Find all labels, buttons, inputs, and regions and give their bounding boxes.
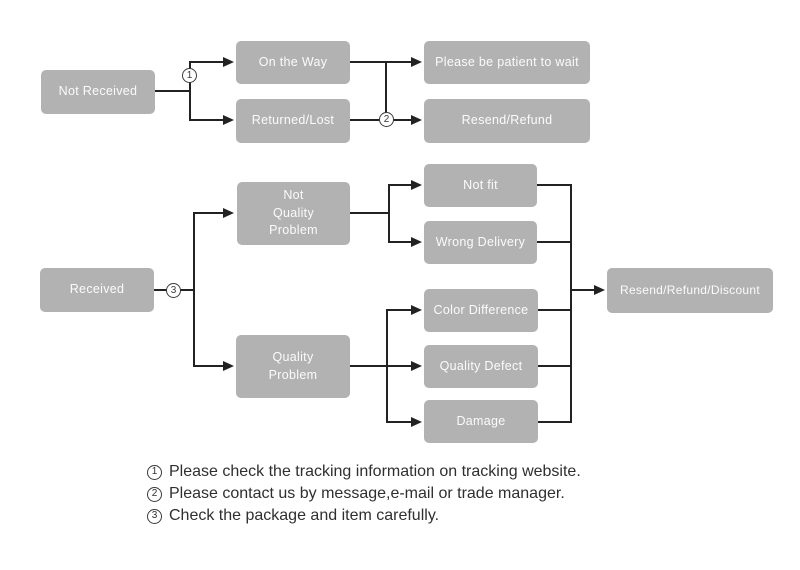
connector-line — [191, 61, 223, 63]
node-not-received: Not Received — [41, 70, 155, 114]
node-quality-defect: Quality Defect — [424, 345, 538, 388]
arrowhead-icon — [411, 417, 422, 427]
node-resend-refund-discount: Resend/Refund/Discount — [607, 268, 773, 313]
connector-line — [193, 212, 195, 367]
note-marker-2-icon: 2 — [147, 486, 162, 502]
footnote-2: 2 Please contact us by message,e-mail or… — [147, 483, 581, 505]
footnotes: 1 Please check the tracking information … — [147, 461, 581, 527]
connector-line — [572, 289, 594, 291]
node-returned-lost: Returned/Lost — [236, 99, 350, 143]
connector-line — [538, 365, 571, 367]
arrowhead-icon — [411, 57, 422, 67]
marker-1-icon: 1 — [182, 68, 197, 83]
marker-3-icon: 3 — [166, 283, 181, 298]
arrowhead-icon — [411, 115, 422, 125]
node-resend-refund: Resend/Refund — [424, 99, 590, 143]
connector-line — [155, 90, 191, 92]
arrowhead-icon — [411, 305, 422, 315]
node-please-be-patient: Please be patient to wait — [424, 41, 590, 84]
node-wrong-delivery: Wrong Delivery — [424, 221, 537, 264]
arrowhead-icon — [411, 180, 422, 190]
arrowhead-icon — [223, 115, 234, 125]
connector-line — [350, 212, 389, 214]
node-received: Received — [40, 268, 154, 312]
node-quality-problem: Quality Problem — [236, 335, 350, 398]
connector-line — [570, 184, 572, 423]
marker-2-icon: 2 — [379, 112, 394, 127]
node-not-quality-problem: Not Quality Problem — [237, 182, 350, 245]
arrowhead-icon — [223, 208, 234, 218]
connector-line — [389, 184, 411, 186]
arrowhead-icon — [411, 361, 422, 371]
arrowhead-icon — [411, 237, 422, 247]
note-marker-1-icon: 1 — [147, 464, 162, 480]
footnote-2-text: Please contact us by message,e-mail or t… — [169, 485, 565, 502]
arrowhead-icon — [594, 285, 605, 295]
node-color-difference: Color Difference — [424, 289, 538, 332]
footnote-3-text: Check the package and item carefully. — [169, 507, 440, 524]
connector-line — [195, 365, 223, 367]
connector-line — [387, 365, 411, 367]
footnote-1: 1 Please check the tracking information … — [147, 461, 581, 483]
arrowhead-icon — [223, 57, 234, 67]
connector-line — [191, 119, 223, 121]
footnote-3: 3 Check the package and item carefully. — [147, 505, 581, 527]
connector-line — [388, 184, 390, 243]
node-on-the-way: On the Way — [236, 41, 350, 84]
node-not-fit: Not fit — [424, 164, 537, 207]
connector-line — [538, 421, 571, 423]
connector-line — [385, 61, 387, 122]
connector-line — [537, 184, 571, 186]
node-damage: Damage — [424, 400, 538, 443]
connector-line — [387, 309, 411, 311]
connector-line — [350, 365, 387, 367]
connector-line — [538, 309, 571, 311]
footnote-1-text: Please check the tracking information on… — [169, 463, 581, 480]
connector-line — [537, 241, 571, 243]
connector-line — [189, 61, 191, 121]
note-marker-3-icon: 3 — [147, 508, 162, 524]
connector-line — [350, 61, 411, 63]
connector-line — [387, 421, 411, 423]
connector-line — [195, 212, 223, 214]
connector-line — [389, 241, 411, 243]
arrowhead-icon — [223, 361, 234, 371]
